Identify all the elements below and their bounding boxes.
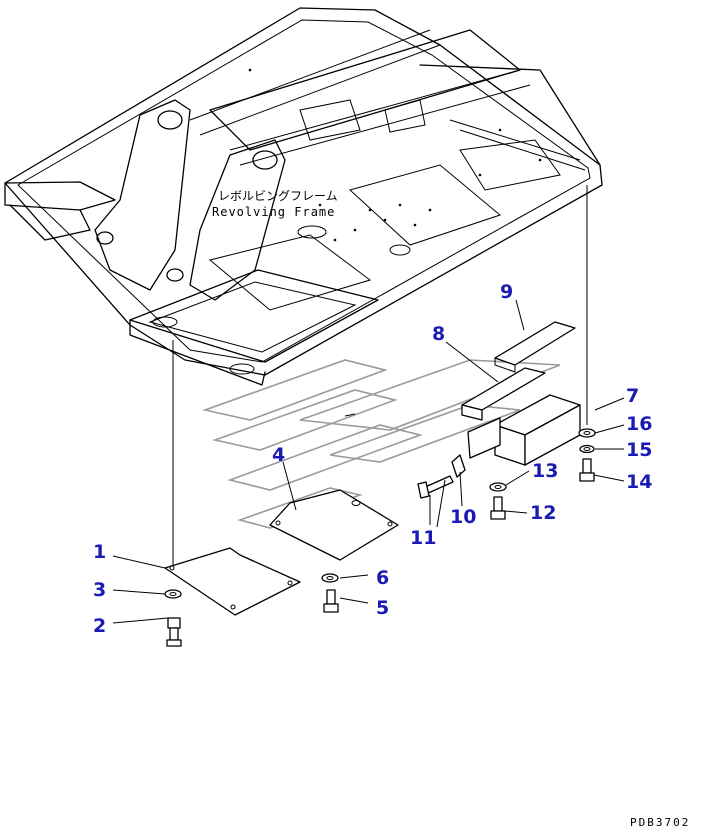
cover-plate-part-1 (164, 547, 301, 616)
washer-part-13 (489, 482, 507, 492)
callout-16: 16 (626, 413, 652, 435)
washer-part-15 (579, 444, 595, 454)
bolt-part-12 (490, 496, 506, 520)
callout-labels: 1 2 3 4 5 6 7 8 9 10 11 12 13 14 15 16 (93, 281, 652, 637)
callout-13: 13 (532, 460, 558, 482)
callout-5: 5 (376, 597, 389, 619)
alignment-lines (172, 185, 588, 565)
bolt-part-11 (417, 475, 454, 499)
callout-3: 3 (93, 579, 106, 601)
washer-part-3 (164, 589, 182, 599)
bolt-part-14 (579, 458, 595, 482)
bracket-part-7 (467, 394, 581, 466)
callout-7: 7 (626, 385, 639, 407)
callout-9: 9 (500, 281, 513, 303)
drawing-code: PDB3702 (630, 816, 690, 829)
callout-1: 1 (93, 541, 106, 563)
cover-plate-part-4 (269, 489, 399, 561)
callout-8: 8 (432, 323, 445, 345)
washer-part-16 (578, 428, 596, 438)
leader-lines (112, 299, 625, 624)
callout-2: 2 (93, 615, 106, 637)
cover-part-9 (494, 321, 576, 373)
revolving-frame-drawing (4, 7, 603, 386)
cover-part-8 (461, 367, 546, 421)
bolt-part-2 (166, 617, 182, 647)
watermark-logo (202, 359, 561, 529)
frame-label-japanese: レボルビングフレーム (218, 189, 338, 203)
callout-10: 10 (450, 506, 476, 528)
bolt-part-5 (323, 589, 339, 613)
callout-14: 14 (626, 471, 652, 493)
washer-part-6 (321, 573, 339, 583)
callout-15: 15 (626, 439, 652, 461)
callout-12: 12 (530, 502, 556, 524)
callout-4: 4 (272, 444, 285, 466)
callout-6: 6 (376, 567, 389, 589)
callout-11: 11 (410, 527, 436, 549)
clip-part-10 (451, 454, 466, 478)
frame-label-english: Revolving Frame (212, 205, 335, 219)
